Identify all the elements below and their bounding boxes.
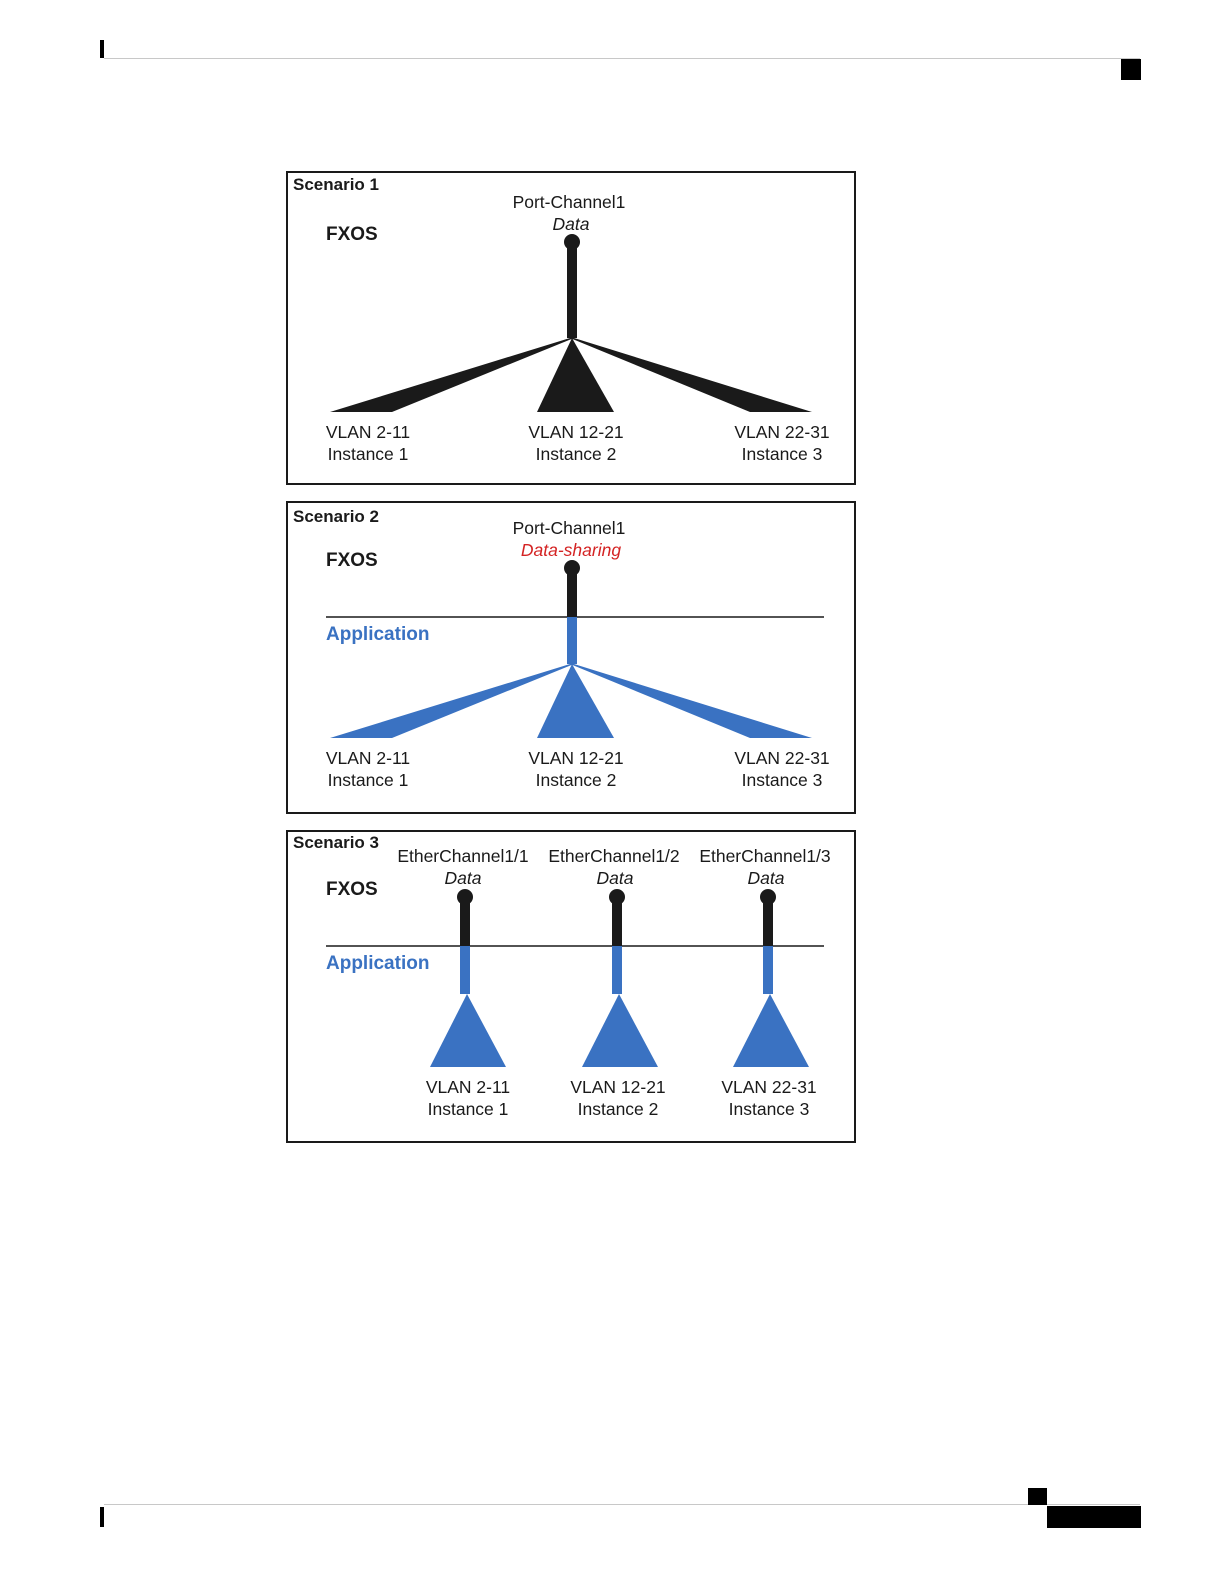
scenario-1-frame (286, 171, 856, 485)
scenario-3-port-type-2: Data (597, 868, 634, 888)
scenario-3-stem-app-3 (763, 946, 773, 994)
scenario-3-title: Scenario 3 (293, 833, 379, 852)
scenario-3-application-label: Application (326, 953, 429, 974)
scenario-2-fan-right (570, 664, 812, 738)
scenario-1-instance-3: Instance 3 (742, 444, 823, 464)
scenario-3-vlan-3: VLAN 22-31 (721, 1077, 816, 1097)
scenario-1-panel: Scenario 1 FXOS Port-Channel1 Data VLAN … (286, 171, 856, 485)
scenario-3-port-name-1: EtherChannel1/1 (397, 846, 528, 866)
scenario-2-port-stem-fxos (567, 568, 577, 617)
scenario-3-frame (286, 830, 856, 1143)
scenario-3-triangle-2 (582, 994, 658, 1067)
scenario-3-stem-fxos-2 (612, 897, 622, 946)
scenario-3-fxos-label: FXOS (326, 879, 378, 900)
scenario-2-fan-center (537, 664, 614, 738)
scenario-2-instance-2: Instance 2 (536, 770, 617, 790)
scenario-1-port-stem (567, 242, 577, 338)
footer-page-box (1028, 1488, 1047, 1505)
footer-page-tab (1047, 1506, 1141, 1528)
scenario-3-channel-3: EtherChannel1/3 Data VLAN 22-31 Instance… (699, 846, 830, 1119)
scenario-2-fan-left (330, 664, 574, 738)
header-rule (104, 58, 1140, 59)
scenario-3-stem-app-2 (612, 946, 622, 994)
scenario-1-vlan-3: VLAN 22-31 (734, 422, 829, 442)
scenario-3-panel: Scenario 3 FXOS Application EtherChannel… (286, 830, 856, 1143)
scenario-3-port-name-2: EtherChannel1/2 (548, 846, 679, 866)
scenario-3-instance-1: Instance 1 (428, 1099, 509, 1119)
scenario-1-port-name: Port-Channel1 (513, 192, 626, 212)
scenario-2-vlan-2: VLAN 12-21 (528, 748, 623, 768)
footer-left-mark (100, 1507, 104, 1527)
scenario-2-vlan-1: VLAN 2-11 (326, 748, 410, 768)
footer-rule (104, 1504, 1140, 1505)
scenario-3-channel-2: EtherChannel1/2 Data VLAN 12-21 Instance… (548, 846, 679, 1119)
scenario-1-vlan-2: VLAN 12-21 (528, 422, 623, 442)
scenario-1-fxos-label: FXOS (326, 224, 378, 245)
scenario-3-stem-fxos-3 (763, 897, 773, 946)
scenario-3-port-type-1: Data (445, 868, 482, 888)
scenario-1-vlan-1: VLAN 2-11 (326, 422, 410, 442)
scenario-2-frame (286, 501, 856, 814)
scenario-2-port-stem-app (567, 617, 577, 664)
scenario-3-vlan-2: VLAN 12-21 (570, 1077, 665, 1097)
header-right-mark (1121, 59, 1141, 80)
scenario-1-title: Scenario 1 (293, 175, 379, 194)
scenario-2-title: Scenario 2 (293, 507, 379, 526)
scenario-2-vlan-3: VLAN 22-31 (734, 748, 829, 768)
scenario-2-instance-3: Instance 3 (742, 770, 823, 790)
scenario-1-fan-left (330, 338, 574, 412)
scenario-3-stem-app-1 (460, 946, 470, 994)
scenario-1-fan-center (537, 338, 614, 412)
scenario-1-port-type: Data (553, 214, 590, 234)
scenario-1-fan-right (570, 338, 812, 412)
scenario-2-port-name: Port-Channel1 (513, 518, 626, 538)
scenario-2-fxos-label: FXOS (326, 550, 378, 571)
scenario-2-application-label: Application (326, 624, 429, 645)
scenario-1-instance-2: Instance 2 (536, 444, 617, 464)
scenario-3-port-name-3: EtherChannel1/3 (699, 846, 830, 866)
scenario-1-instance-1: Instance 1 (328, 444, 409, 464)
scenario-2-instance-1: Instance 1 (328, 770, 409, 790)
header-left-mark (100, 40, 104, 58)
scenario-3-port-type-3: Data (748, 868, 785, 888)
scenario-3-channel-1: EtherChannel1/1 Data VLAN 2-11 Instance … (397, 846, 528, 1119)
scenario-3-triangle-1 (430, 994, 506, 1067)
scenario-3-stem-fxos-1 (460, 897, 470, 946)
scenario-3-instance-3: Instance 3 (729, 1099, 810, 1119)
scenario-2-panel: Scenario 2 FXOS Application Port-Channel… (286, 501, 856, 814)
scenario-2-port-type: Data-sharing (521, 540, 621, 560)
scenario-3-triangle-3 (733, 994, 809, 1067)
scenario-3-instance-2: Instance 2 (578, 1099, 659, 1119)
scenario-3-vlan-1: VLAN 2-11 (426, 1077, 510, 1097)
